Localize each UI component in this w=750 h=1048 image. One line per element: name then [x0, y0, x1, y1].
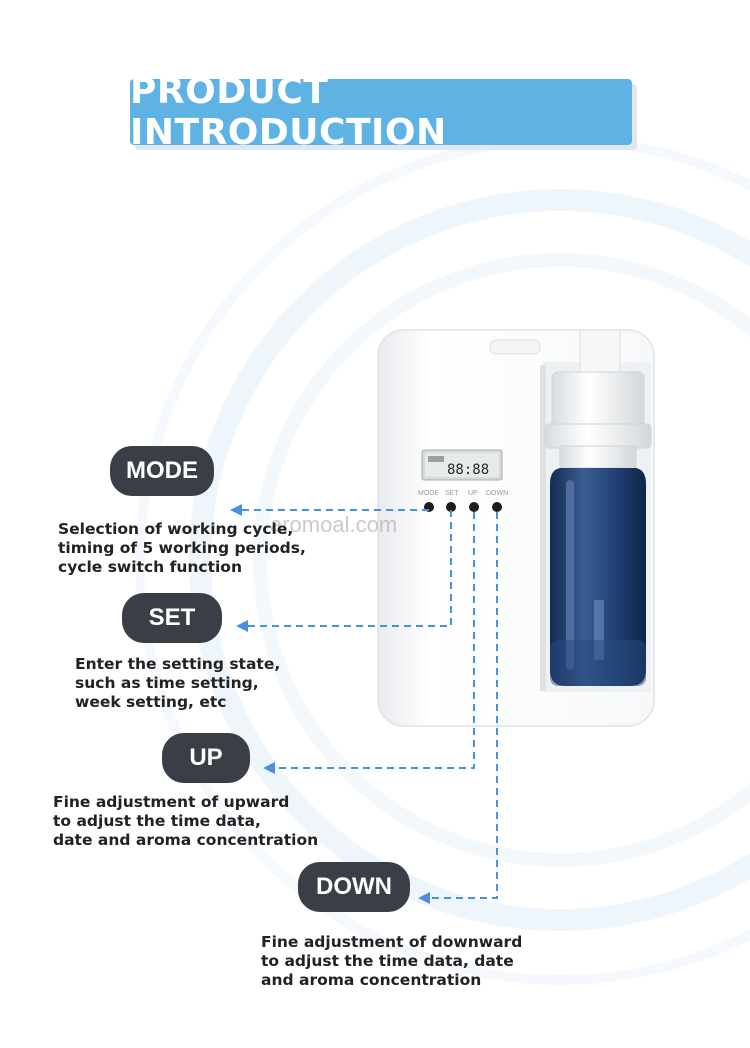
set-label: SET: [122, 593, 222, 643]
up-description: Fine adjustment of upward to adjust the …: [53, 793, 319, 849]
down-label: DOWN: [298, 862, 410, 912]
down-description: Fine adjustment of downward to adjust th…: [261, 933, 523, 989]
up-label: UP: [162, 733, 250, 783]
button-label-up: UP: [468, 490, 478, 497]
watermark: aromoal.com: [270, 512, 398, 537]
set-description: Enter the setting state, such as time se…: [75, 655, 281, 711]
mode-description: Selection of working cycle, timing of 5 …: [58, 520, 306, 576]
mode-label: MODE: [110, 446, 214, 496]
lcd-digits: 88:88: [447, 462, 489, 478]
button-label-mode: MODE: [418, 490, 439, 497]
button-label-down: DOWN: [486, 490, 509, 497]
button-label-set: SET: [445, 490, 459, 497]
